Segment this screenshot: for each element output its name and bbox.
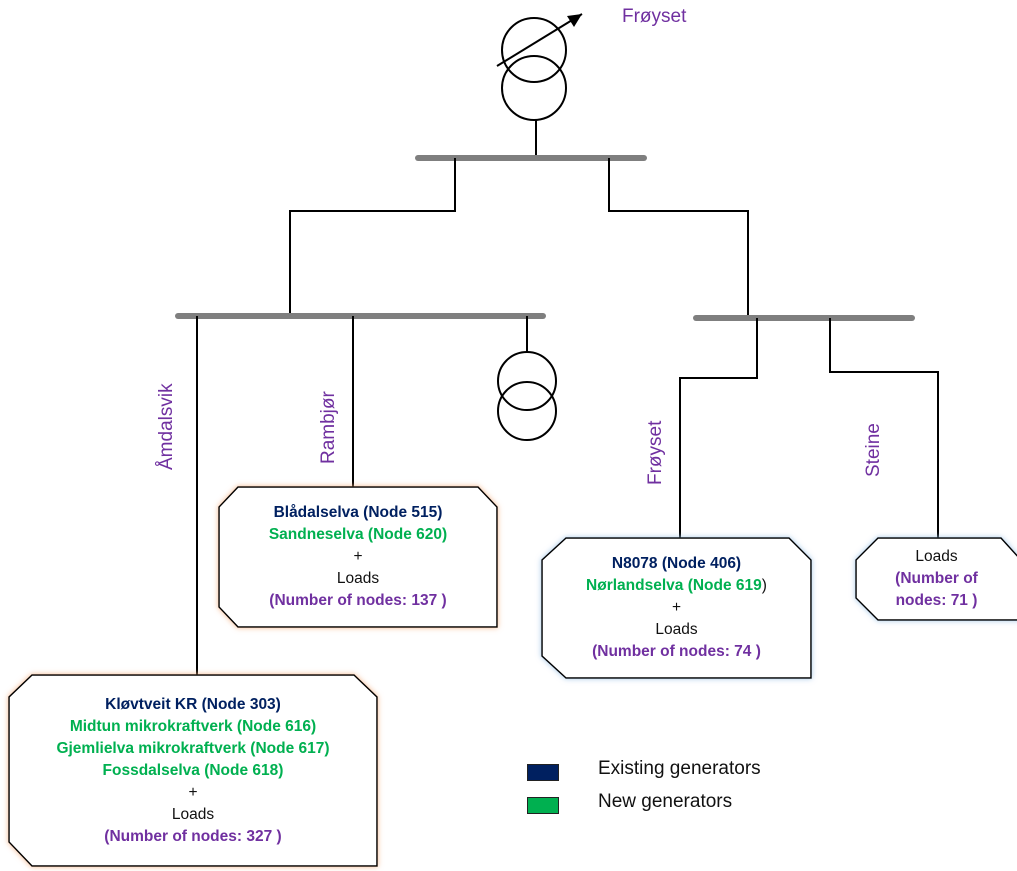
existing-generator: Blådalselva (Node 515)	[273, 504, 443, 521]
loads-label: Loads	[915, 548, 958, 565]
local-transformer-icon	[497, 351, 557, 441]
froyset-box-outline	[541, 537, 812, 679]
node-count: (Number of nodes: 327 )	[104, 827, 282, 845]
steine-box-outline	[855, 537, 1017, 621]
feeder-label-froyset: Frøyset	[645, 420, 666, 485]
loads-label: Loads	[171, 805, 215, 823]
plus-sign: +	[671, 599, 682, 616]
node-count: (Number of nodes: 74 )	[592, 643, 761, 660]
rambjor-box-outline	[218, 486, 498, 628]
main-transformer-icon	[496, 13, 583, 121]
new-generators-label: New generators	[598, 791, 733, 812]
amdalsvik-box: Kløvtveit KR (Node 303) Midtun mikrokraf…	[9, 677, 377, 864]
froyset-box: N8078 (Node 406) Nørlandselva (Node 619)…	[542, 540, 811, 676]
new-generators-swatch	[527, 797, 559, 814]
loads-label: Loads	[655, 621, 698, 638]
steine-box: Loads (Number of nodes: 71 )	[856, 540, 1017, 618]
existing-generator: Kløvtveit KR (Node 303)	[105, 695, 281, 713]
existing-generators-swatch	[527, 764, 559, 781]
amdalsvik-box-outline	[8, 674, 378, 867]
rambjor-box: Blådalselva (Node 515) Sandneselva (Node…	[219, 489, 497, 625]
new-generator: Sandneselva (Node 620)	[268, 526, 448, 543]
froyset-feeder-line	[679, 318, 758, 538]
new-generator: Gjemlielva mikrokraftverk (Node 617)	[56, 739, 330, 757]
plus-sign: +	[188, 783, 198, 801]
node-count-line2: nodes: 71 )	[895, 592, 978, 609]
existing-generators-label: Existing generators	[598, 758, 761, 779]
substation-label: Frøyset	[622, 6, 687, 27]
loads-label: Loads	[336, 570, 380, 587]
new-generator: Nørlandselva (Node 619	[586, 577, 762, 594]
steine-feeder-line	[829, 318, 939, 538]
feeder-label-steine: Steine	[863, 423, 884, 477]
right-bus-connection	[608, 158, 749, 318]
new-generator: Midtun mikrokraftverk (Node 616)	[69, 717, 317, 735]
new-generator: Fossdalselva (Node 618)	[102, 761, 284, 779]
existing-generator: N8078 (Node 406)	[611, 555, 742, 572]
node-count-line1: (Number of	[895, 570, 978, 587]
closing-paren: )	[761, 577, 767, 594]
feeder-label-amdalsvik: Åmdalsvik	[156, 383, 177, 470]
feeder-label-rambjor: Rambjør	[318, 391, 339, 464]
plus-sign: +	[353, 548, 363, 565]
new-generator-line: Nørlandselva (Node 619)	[586, 575, 767, 597]
left-bus-connection	[289, 158, 456, 316]
node-count: (Number of nodes: 137 )	[269, 592, 447, 609]
